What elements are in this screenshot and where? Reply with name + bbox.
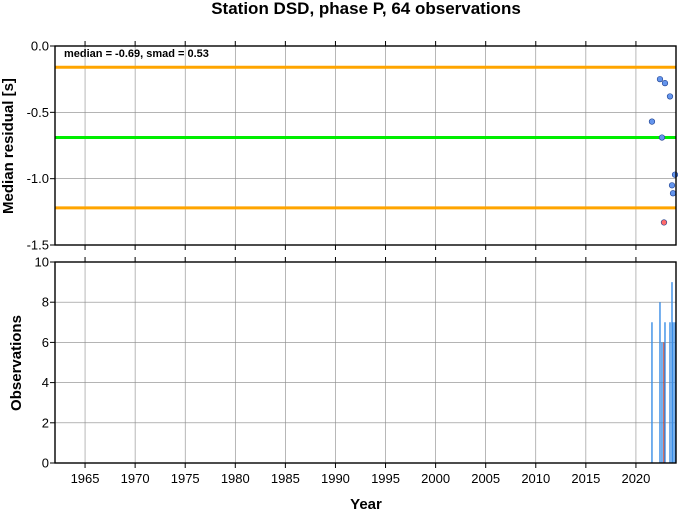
chart-title: Station DSD, phase P, 64 observations	[211, 0, 521, 18]
x-tick-label: 1990	[321, 471, 350, 486]
x-tick-label: 1970	[121, 471, 150, 486]
outlier-point	[660, 219, 668, 226]
x-tick-label: 2000	[421, 471, 450, 486]
data-point	[658, 134, 666, 141]
observations-panel: 0 2 4 6 8 10 1965 1970 1975 1980 1985 1990 1995 2000 2…	[35, 255, 677, 486]
residual-y-axis-label: Median residual [s]	[0, 78, 17, 214]
x-tick-label: 1995	[371, 471, 400, 486]
x-tick-label: 1985	[271, 471, 300, 486]
x-tick-label: 2015	[571, 471, 600, 486]
y-tick-label: 10	[35, 255, 49, 270]
y-tick-label: -1.5	[27, 238, 49, 253]
y-tick-label: 0	[42, 456, 49, 471]
plot-frame	[54, 261, 677, 464]
y-tick-label: 8	[42, 295, 49, 310]
y-tick-label: -1.0	[27, 171, 49, 186]
observations-y-axis-label: Observations	[8, 315, 25, 411]
y-tick-label: 0.0	[31, 39, 49, 54]
x-axis-label: Year	[350, 496, 382, 511]
y-tick-label: 6	[42, 335, 49, 350]
x-tick-label: 2020	[621, 471, 650, 486]
x-tick-label: 1975	[171, 471, 200, 486]
y-tick-label: -0.5	[27, 105, 49, 120]
x-tick-label: 1980	[221, 471, 250, 486]
data-point	[671, 171, 678, 178]
residual-panel: median = -0.69, smad = 0.53 0.0 -0.5 -1.0 -1…	[27, 39, 678, 253]
x-tick-label: 2005	[471, 471, 500, 486]
plot-frame	[54, 45, 677, 246]
data-point	[648, 118, 656, 125]
stats-annotation: median = -0.69, smad = 0.53	[64, 48, 209, 60]
data-point	[661, 80, 669, 87]
y-tick-label: 2	[42, 415, 49, 430]
data-point	[656, 76, 664, 83]
y-tick-label: 4	[42, 375, 49, 390]
data-point	[668, 182, 676, 189]
x-tick-label: 2010	[521, 471, 550, 486]
x-tick-label: 1965	[71, 471, 100, 486]
data-point	[666, 93, 674, 100]
data-point	[669, 190, 677, 197]
